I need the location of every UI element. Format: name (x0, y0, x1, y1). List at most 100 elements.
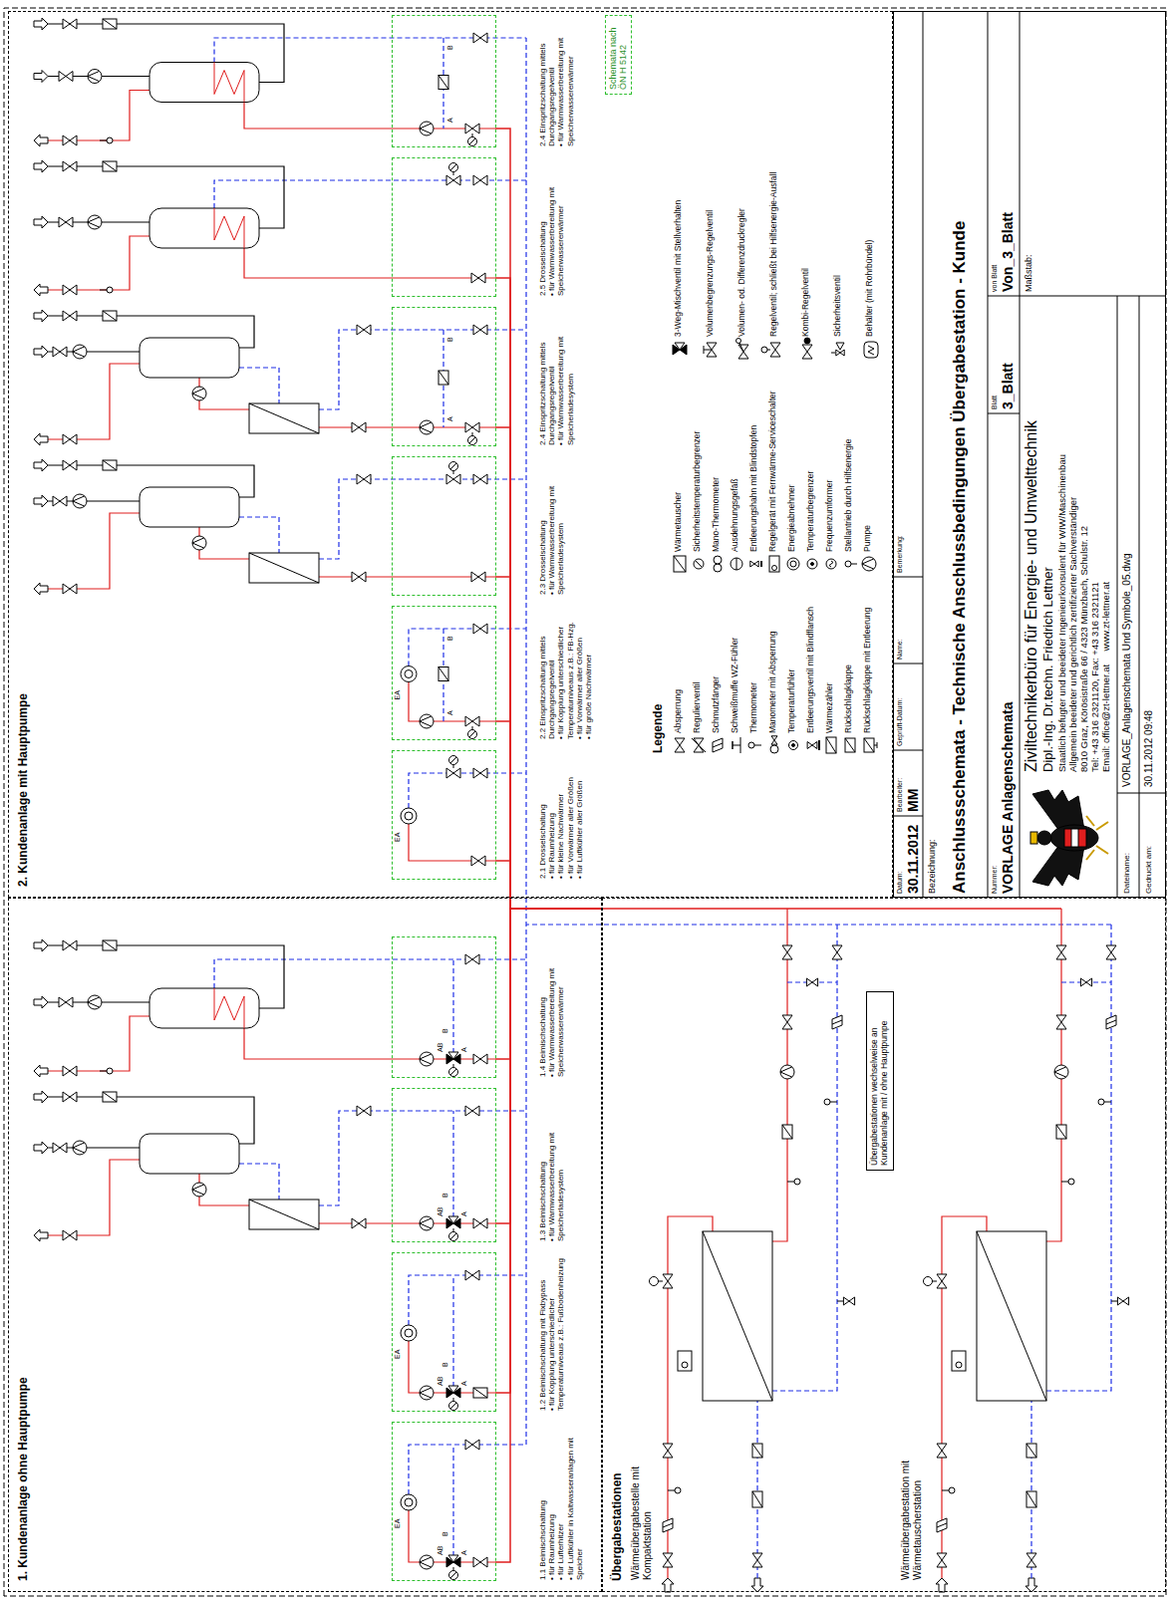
thermometer-symbol (748, 742, 755, 749)
pump-symbol (419, 1386, 434, 1401)
table-rule (1019, 10, 1021, 898)
thermometer-symbol (1068, 1178, 1075, 1185)
pipe-line (47, 1016, 150, 1072)
energy-consumer (400, 1325, 417, 1342)
legend-text: Kombi-Regelventil (801, 268, 812, 337)
mixing-valve (448, 1386, 459, 1394)
valve-symbol (936, 1274, 947, 1289)
check-valve (438, 370, 449, 385)
pipe-line (452, 959, 454, 1054)
pump-symbol (780, 1067, 793, 1078)
strainer-symbol (662, 1518, 673, 1533)
pipe-line (772, 924, 838, 1392)
valve-symbol (465, 1106, 480, 1117)
storage-tank (149, 208, 260, 249)
check-valve (102, 940, 117, 951)
symbol-line (831, 352, 836, 354)
thermometer-stem (667, 1490, 675, 1492)
title-block-text: Datum: (895, 871, 904, 894)
expansion-vessel (730, 558, 743, 571)
actuator-symbol (449, 1232, 459, 1242)
thermometer-stem (1104, 1102, 1112, 1104)
energy-consumer (404, 670, 413, 679)
legend-text: Mano-Thermometer (711, 477, 722, 553)
symbol-line (731, 741, 734, 750)
legend-text: Entleerungshahn mit Blindstopfen (749, 425, 760, 553)
thermometer-stem (941, 1490, 949, 1492)
legend-text: Sicherheitsventil (833, 275, 844, 337)
valve-symbol (473, 1557, 488, 1568)
pipe-line (408, 1510, 496, 1563)
coat-of-arms (1037, 831, 1052, 846)
region-frame: 1. Kundenanlage ohne Hauptpumpe1.1 Beimi… (7, 897, 602, 1593)
circuit-box: 1.2 Beimischschaltung mit Fixbypass• für… (391, 1252, 497, 1413)
valve-symbol (473, 768, 488, 779)
thermometer-stem (1061, 1181, 1069, 1183)
check-valve (864, 738, 875, 753)
actuator-symbol (449, 163, 459, 173)
note-box: Übergabestationen wechselweise an Kunden… (866, 991, 894, 1172)
caption-bullet: • für Luftkühler in Kaltwasseranlagen mi… (566, 1421, 585, 1581)
valve-symbol (62, 1092, 77, 1103)
legend-text: Thermometer (749, 682, 760, 734)
supply-riser (601, 907, 1062, 910)
actuator-symbol (449, 1571, 459, 1581)
symbol-line (804, 337, 811, 344)
thermometer-symbol (1098, 1099, 1105, 1106)
check-valve (102, 161, 117, 172)
valve-symbol (356, 324, 371, 335)
pipe-line (1046, 924, 1112, 1392)
circuit-box: 1.3 Beimischschaltung• für Warmwasserber… (391, 1088, 497, 1243)
valve-symbol (62, 1066, 77, 1077)
heat-exchanger (976, 1231, 1047, 1402)
title-block-text: Anschlussschemata - Technische Anschluss… (949, 221, 970, 894)
actuator-stem (472, 432, 474, 437)
table-rule (892, 577, 923, 579)
table-rule (1117, 793, 1167, 795)
port-label: B (446, 635, 455, 641)
flow-arrow (33, 160, 48, 173)
check-valve (102, 460, 117, 471)
thermometer-stem (99, 1071, 107, 1073)
flow-arrow (33, 216, 48, 229)
flow-arrow (33, 1065, 48, 1078)
pump-symbol (192, 388, 205, 399)
actuator-symbol (845, 561, 852, 568)
pump-symbol (419, 1218, 432, 1229)
valve-symbol (465, 123, 480, 134)
coat-of-arms (1071, 829, 1079, 848)
vessel-symbol (868, 345, 875, 355)
caption-bullet: • für Warmwasserbereitung mit Speicherla… (556, 305, 575, 446)
valve-symbol (62, 135, 77, 146)
pipe-line (214, 180, 527, 209)
symbol-line (877, 742, 879, 749)
port-label: AB (436, 1043, 445, 1053)
symbol-line (760, 561, 763, 568)
actuator-symbol (450, 1069, 457, 1076)
valve-symbol (473, 623, 488, 634)
table-rule (922, 10, 924, 898)
legend-text: 3-Weg-Mischventil mit Stellverhalten (673, 200, 684, 337)
pipe-line (408, 1275, 527, 1326)
pipe-line (452, 1111, 454, 1218)
mixing-valve (448, 1216, 459, 1224)
valve-symbol (1056, 945, 1067, 960)
thermometer-stem (99, 140, 107, 142)
title-block-text: 30.11.2012 (904, 825, 921, 894)
check-valve (438, 667, 449, 682)
table-rule (892, 816, 923, 818)
strainer-symbol (1106, 1015, 1117, 1030)
heating-coil (214, 208, 245, 249)
actuator-symbol (450, 757, 457, 764)
check-valve (438, 667, 449, 682)
valve-symbol (473, 324, 488, 335)
consumer-label: EA (393, 690, 402, 700)
legend-text: Regelventil; schließt bei Hilfsenergie-A… (769, 172, 780, 337)
note-text: Übergabestationen wechselweise an Kunden… (870, 996, 890, 1167)
thermometer-stem (99, 290, 107, 292)
flow-arrow (33, 1229, 48, 1242)
caption-heading: 1.2 Beimischschaltung mit Fixbypass (538, 1251, 548, 1412)
pipe-line (47, 1160, 140, 1236)
storage-tank (149, 62, 260, 103)
